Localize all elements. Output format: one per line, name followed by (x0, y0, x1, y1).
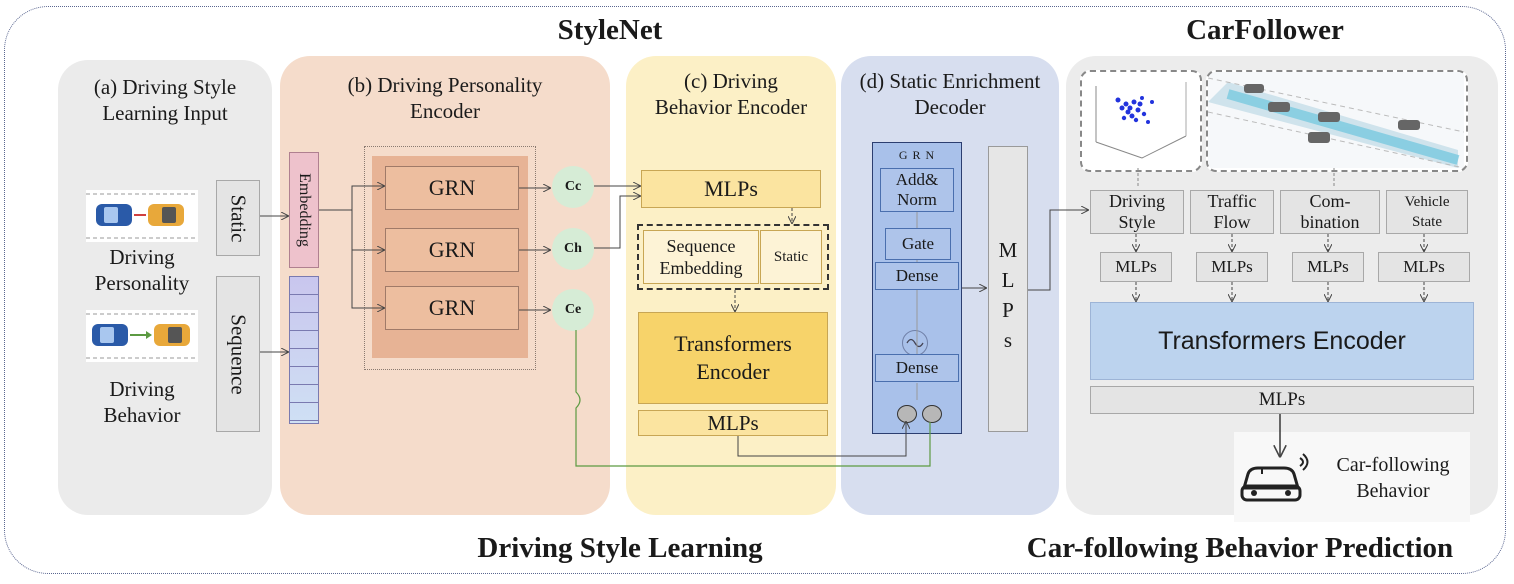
transformers-line2: Encoder (696, 359, 770, 384)
carfollower-transformers-encoder: Transformers Encoder (1090, 302, 1474, 380)
mlps-box-1: MLPs (1100, 252, 1172, 282)
combination-input-box: Com- bination (1280, 190, 1380, 234)
scatter-3d-icon (1095, 82, 1187, 159)
ce-to-decoder-line (575, 330, 931, 467)
sequence-embedding-line2: Embedding (659, 258, 743, 278)
sequence-embedding-box: Sequence Embedding (643, 230, 759, 284)
sequence-input-box: Sequence (216, 276, 260, 432)
carfollower-mlps-box: MLPs (1090, 386, 1474, 414)
mlps-top-box: MLPs (641, 170, 821, 208)
ce-node: Ce (552, 289, 594, 331)
sequence-embedding-line1: Sequence (666, 236, 736, 256)
carfollower-title: CarFollower (1186, 14, 1344, 46)
two-cars-icon (86, 193, 198, 239)
traffic-flow-line1: Traffic (1207, 191, 1257, 211)
traffic-flow-line2: Flow (1213, 212, 1251, 232)
driving-behavior-image (86, 310, 198, 362)
panel-behavior-encoder (626, 56, 836, 515)
dense-bottom-box: Dense (875, 354, 959, 382)
traffic-flow-input-box: Traffic Flow (1190, 190, 1274, 234)
behavior-label-line2: Behavior (103, 403, 181, 427)
panel-b-title: (b) Driving Personality Encoder (290, 72, 600, 124)
car-following-cars-icon (86, 313, 198, 359)
ch-node: Ch (552, 228, 594, 270)
vehicle-state-line2: State (1412, 214, 1442, 230)
connected-car-icon (1236, 448, 1316, 508)
static-embedding-box: Static (760, 230, 822, 284)
output-label-line2: Behavior (1356, 480, 1430, 502)
embedding-group-frame (637, 224, 829, 290)
driving-style-learning-title: Driving Style Learning (477, 532, 763, 564)
sequence-embedding-stack (289, 276, 319, 424)
output-label: Car-following Behavior (1310, 452, 1476, 504)
mlps-bottom-box: MLPs (638, 410, 828, 436)
arrow-mlps-driving-style (1028, 210, 1088, 291)
grn-decoder-label: G R N (898, 148, 936, 162)
panel-d-title-line1: (d) Static Enrichment (859, 69, 1041, 93)
driving-personality-label: Driving Personality (82, 244, 202, 296)
mlps-vertical-box: M L P s (988, 146, 1028, 432)
personality-label-line1: Driving (109, 245, 175, 269)
driving-personality-image (86, 190, 198, 242)
add-norm-box: Add& Norm (880, 168, 954, 212)
driving-behavior-label: Driving Behavior (82, 376, 202, 428)
car-following-prediction-title: Car-following Behavior Prediction (1026, 532, 1454, 564)
panel-d-title-line2: Decoder (914, 95, 986, 119)
grn-box-3: GRN (385, 286, 519, 330)
vehicle-state-line1: Vehicle (1404, 194, 1450, 210)
outer-frame (4, 6, 1506, 574)
arrow-ch-mlps (594, 196, 640, 249)
mlps-letter-s: s (1003, 328, 1013, 352)
driving-style-line1: Driving (1109, 191, 1165, 211)
combination-line2: bination (1300, 212, 1360, 232)
mlps-box-2: MLPs (1196, 252, 1268, 282)
mlps-letter-l: L (1001, 268, 1015, 292)
vehicle-state-input-box: Vehicle State (1386, 190, 1468, 234)
arrow-to-grn-1 (319, 186, 384, 211)
embedding-box: Embedding (289, 152, 319, 268)
panel-b-title-line2: Encoder (410, 99, 480, 123)
panel-c-title: (c) Driving Behavior Encoder (626, 68, 836, 120)
arrow-to-grn-2 (351, 210, 384, 250)
traffic-scene-icon (1208, 72, 1465, 169)
output-label-line1: Car-following (1336, 454, 1450, 476)
panel-d-title: (d) Static Enrichment Decoder (841, 68, 1059, 120)
panel-c-title-line2: Behavior Encoder (654, 95, 808, 119)
mlps-letter-p: P (1002, 298, 1014, 322)
combination-line1: Com- (1309, 191, 1351, 211)
panel-a-title-line2: Learning Input (102, 101, 228, 125)
driving-style-line2: Style (1118, 212, 1156, 232)
panel-b-title-line1: (b) Driving Personality (347, 73, 543, 97)
grn-box-1: GRN (385, 166, 519, 210)
driving-style-input-box: Driving Style (1090, 190, 1184, 234)
input-node-right (922, 405, 942, 423)
static-input-box: Static (216, 180, 260, 256)
panel-a-title-line1: (a) Driving Style (93, 75, 237, 99)
panel-a-title: (a) Driving Style Learning Input (60, 74, 270, 126)
gate-box: Gate (885, 228, 951, 260)
add-norm-line1: Add& (895, 170, 939, 189)
personality-label-line2: Personality (94, 271, 190, 295)
stylenet-title: StyleNet (557, 14, 663, 46)
panel-c-title-line1: (c) Driving (684, 69, 778, 93)
mlps-letter-m: M (998, 238, 1018, 262)
traffic-scene-thumbnail (1206, 70, 1468, 172)
output-area (1234, 432, 1470, 522)
behavior-transformers-encoder: Transformers Encoder (638, 312, 828, 404)
cc-node: Cc (552, 166, 594, 208)
mlps-box-3: MLPs (1292, 252, 1364, 282)
add-norm-line2: Norm (897, 190, 937, 209)
behavior-label-line1: Driving (109, 377, 175, 401)
grn-group-frame (364, 146, 536, 370)
mlps-box-4: MLPs (1378, 252, 1470, 282)
driving-style-scatter-thumbnail (1080, 70, 1202, 172)
arrow-to-grn-3 (351, 250, 384, 308)
grn-box-2: GRN (385, 228, 519, 272)
transformers-line1: Transformers (674, 331, 792, 356)
dense-top-box: Dense (875, 262, 959, 290)
arrow-mlps-to-decoder (737, 422, 906, 457)
